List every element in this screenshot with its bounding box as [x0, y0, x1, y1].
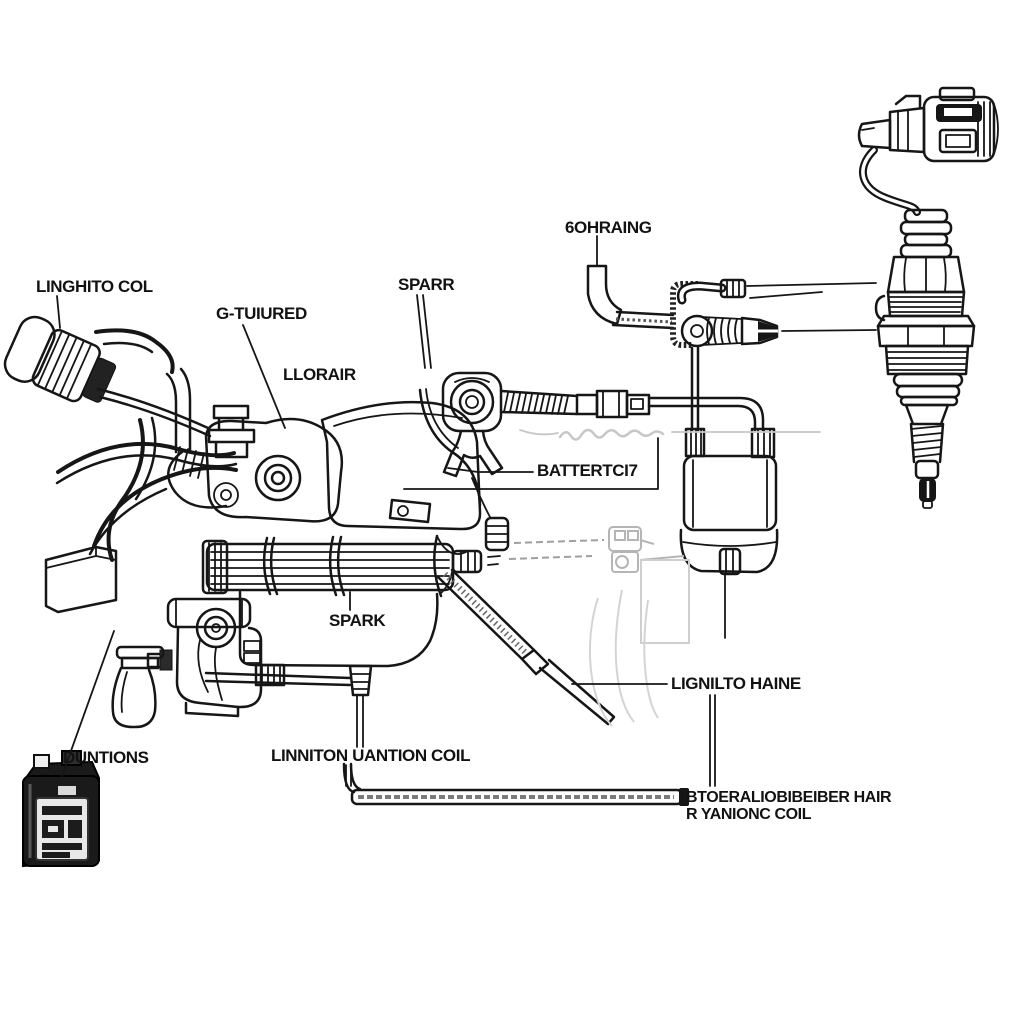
- wiring-boot: [586, 235, 877, 348]
- label-ignition-harness: LIGNILTO HAINE: [671, 674, 801, 693]
- spark-plug: [874, 208, 976, 509]
- label-battery: DUNTIONS: [63, 748, 149, 767]
- ghost-parts: [508, 428, 821, 727]
- label-spark: SPARK: [329, 611, 386, 630]
- battery-part: [22, 750, 100, 868]
- leader-lines: [56, 294, 716, 787]
- label-llorair: LLORAIR: [283, 365, 356, 384]
- label-spark-sensor: SPARR: [398, 275, 455, 294]
- label-harness-wire-line2: R YANIONC COIL: [686, 806, 812, 823]
- plug-boot-part: [3, 315, 212, 454]
- ignition-coil-module: [146, 597, 263, 718]
- harness-bar: [342, 762, 689, 806]
- label-harness-wire-line1: BTOERALIOBIBEIBER HAIR: [686, 789, 892, 806]
- bottle-part: [111, 645, 165, 729]
- label-wiring: 6OHRAING: [565, 218, 652, 237]
- label-ignition-coil-boot: LINGHITO COL: [36, 277, 153, 296]
- label-ground-wire: G-TUIURED: [216, 304, 307, 323]
- sensor-cable-canister: [441, 346, 779, 639]
- label-battery-lead: BATTERTCI7: [537, 461, 638, 480]
- diagonal-hose: [436, 568, 616, 726]
- label-ignition-coil: LINNITON UANTION COIL: [271, 746, 471, 765]
- engine-assembly: [44, 388, 501, 748]
- spark-plug-connector: [857, 86, 999, 216]
